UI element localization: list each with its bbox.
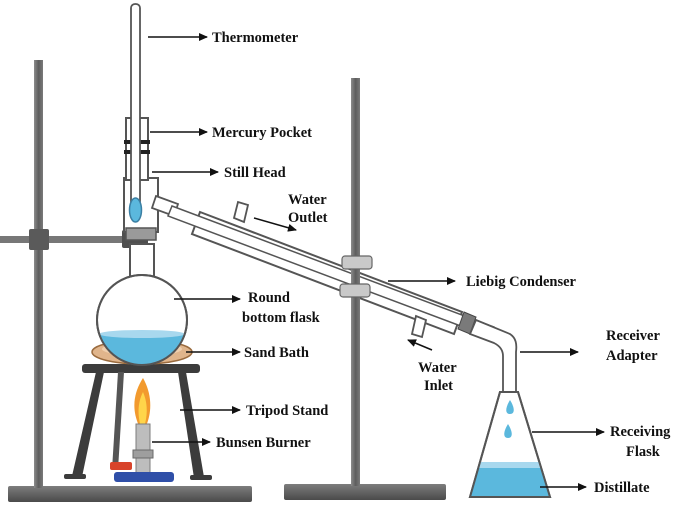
distillate-drop-2	[504, 424, 512, 438]
flask-liquid-surface	[99, 330, 185, 338]
thermometer	[128, 3, 143, 223]
label-thermometer: Thermometer	[212, 30, 299, 46]
clamp-boss	[29, 229, 49, 250]
condenser-clamp-bottom	[339, 283, 371, 298]
condenser-clamp-top	[341, 255, 373, 270]
label-sand-bath: Sand Bath	[244, 345, 309, 361]
burner-barrel	[135, 423, 151, 475]
label-distillate: Distillate	[594, 480, 650, 496]
distillate-drop-1	[506, 400, 514, 414]
label-water-inlet-2: Inlet	[424, 378, 453, 394]
label-water-outlet-2: Outlet	[288, 210, 328, 226]
label-tripod-stand: Tripod Stand	[246, 403, 328, 419]
tripod-top	[82, 364, 200, 373]
label-round-bottom-flask-2: bottom flask	[242, 310, 321, 326]
label-mercury-pocket: Mercury Pocket	[212, 125, 312, 141]
label-water-outlet-1: Water	[288, 192, 327, 208]
label-still-head: Still Head	[224, 165, 286, 181]
label-liebig-condenser: Liebig Condenser	[466, 274, 577, 290]
label-bunsen-burner: Bunsen Burner	[216, 435, 311, 451]
pointer-water-inlet	[407, 339, 433, 351]
right-stand-base	[284, 484, 446, 500]
receiving-flask	[468, 391, 552, 498]
left-stand-rod	[34, 60, 43, 488]
bunsen-burner	[110, 378, 174, 482]
right-retort-stand	[284, 78, 446, 500]
label-receiving-flask-1: Receiving	[610, 424, 671, 440]
labels: Thermometer Mercury Pocket Still Head Wa…	[212, 30, 671, 496]
tripod-feet-right	[190, 475, 212, 480]
tripod-leg-back	[112, 372, 124, 470]
label-round-bottom-flask-1: Round	[248, 290, 290, 306]
label-water-inlet-1: Water	[418, 360, 457, 376]
water-inlet-nozzle	[410, 314, 428, 339]
tripod-feet-left	[64, 474, 86, 479]
distillate-liquid	[470, 466, 550, 497]
left-stand-base	[8, 486, 252, 502]
burner-collar	[132, 449, 154, 459]
label-receiver-adapter-2: Adapter	[606, 348, 658, 364]
tripod-leg-right	[178, 372, 204, 478]
thermometer-stem	[130, 3, 141, 213]
condenser-inner-tube	[167, 205, 495, 338]
burner-flame-inner	[138, 392, 147, 424]
thermometer-bulb	[128, 197, 143, 223]
gas-valve	[110, 462, 132, 470]
label-receiver-adapter-1: Receiver	[606, 328, 660, 344]
clamp-arm	[0, 236, 130, 243]
still-head	[123, 117, 159, 241]
tripod-leg-left	[72, 372, 104, 477]
water-outlet-nozzle	[232, 200, 250, 224]
receiver-adapter	[468, 318, 518, 393]
label-receiving-flask-2: Flask	[626, 444, 661, 460]
label-pointers	[148, 33, 605, 491]
burner-base	[114, 472, 174, 482]
tripod-stand	[64, 364, 212, 480]
pointer-water-outlet	[253, 217, 297, 232]
right-stand-rod	[351, 78, 360, 486]
still-head-joint	[125, 227, 157, 241]
